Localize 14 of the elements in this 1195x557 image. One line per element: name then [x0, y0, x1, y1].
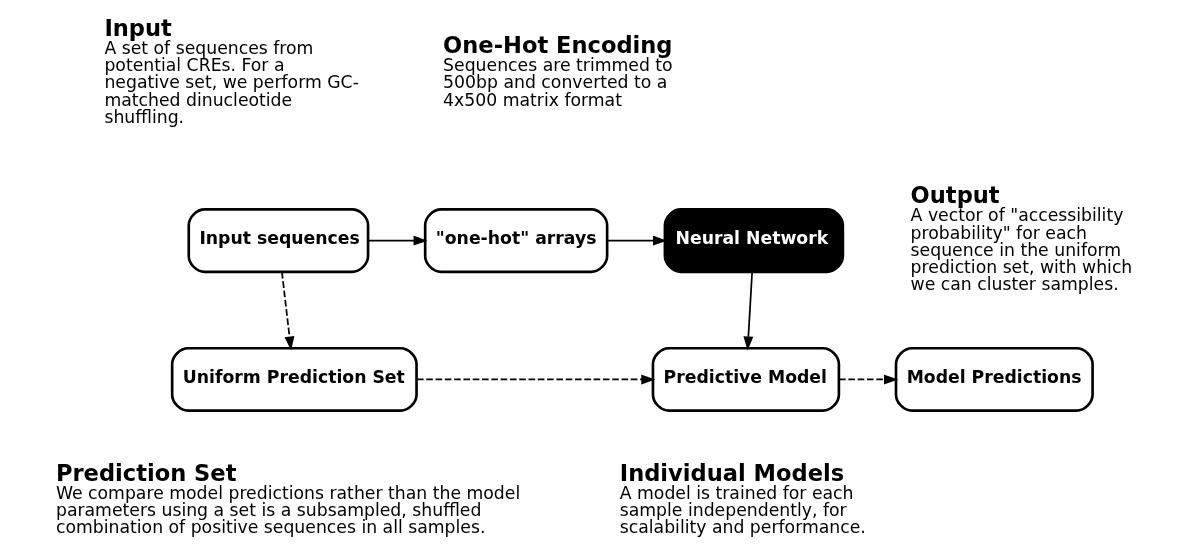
node-box: Input sequences — [187, 208, 370, 274]
label: Input — [104, 14, 172, 41]
arrow — [367, 235, 428, 246]
label: Output — [910, 181, 1000, 208]
node-box: Predictive Model — [651, 346, 841, 412]
arrow — [743, 271, 754, 351]
node-box: Neural Network — [663, 208, 845, 274]
label: One-Hot Encoding — [443, 31, 673, 58]
node-box: Uniform Prediction Set — [170, 346, 418, 412]
arrow — [838, 374, 899, 385]
node-box: "one-hot" arrays — [423, 208, 609, 274]
node-box: Model Predictions — [894, 346, 1094, 412]
arrow — [281, 271, 295, 351]
arrow — [416, 374, 656, 385]
